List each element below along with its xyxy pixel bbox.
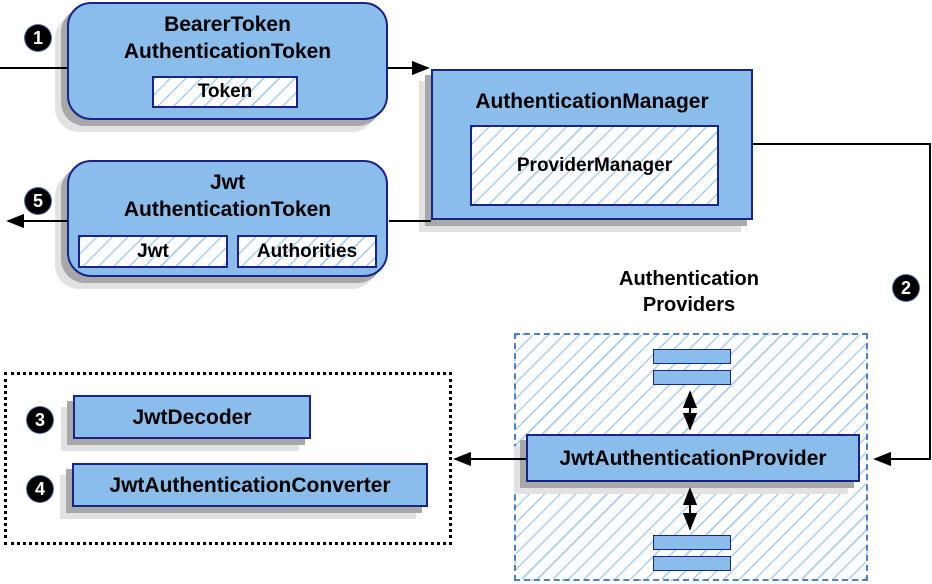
jwt-authentication-provider-node: JwtAuthenticationProvider: [526, 434, 860, 482]
jwt-field-label: Jwt: [137, 240, 169, 262]
provider-placeholder-rect-bottom-1: [653, 535, 731, 550]
step-1-badge: 1: [25, 25, 51, 51]
step-5-badge: 5: [25, 188, 51, 214]
authentication-providers-label-line2: Providers: [642, 294, 736, 316]
authorities-field: Authorities: [237, 235, 377, 268]
jwt-decoder-label: JwtDecoder: [132, 405, 252, 429]
jwt-field: Jwt: [78, 235, 228, 268]
jwt-authentication-token-node: Jwt AuthenticationToken Jwt Authorities: [67, 160, 388, 277]
step-2-number: 2: [900, 277, 911, 298]
step-5-number: 5: [32, 190, 43, 211]
jwt-decoder-node: JwtDecoder: [73, 395, 311, 439]
provider-placeholder-rect-bottom-2: [653, 556, 731, 571]
step-2-badge: 2: [893, 275, 919, 301]
authorities-field-label: Authorities: [256, 240, 358, 262]
token-field-label: Token: [197, 81, 253, 102]
bearer-token-title-line2: AuthenticationToken: [123, 40, 332, 63]
authentication-providers-label: Authentication Providers: [589, 266, 789, 318]
jwt-authentication-converter-node: JwtAuthenticationConverter: [72, 463, 428, 507]
step-4-number: 4: [34, 478, 45, 499]
provider-manager-field: ProviderManager: [470, 125, 719, 206]
provider-placeholder-rect-top-2: [653, 370, 731, 385]
step-1-number: 1: [32, 27, 43, 48]
authentication-providers-label-line1: Authentication: [619, 268, 759, 290]
token-field: Token: [152, 76, 298, 108]
jwt-authentication-converter-label: JwtAuthenticationConverter: [109, 473, 391, 497]
authentication-manager-node: AuthenticationManager ProviderManager: [431, 69, 753, 220]
step-4-badge: 4: [27, 476, 53, 502]
decoder-converter-group: [4, 372, 452, 545]
step-3-number: 3: [34, 409, 45, 430]
jwt-authentication-provider-label: JwtAuthenticationProvider: [559, 446, 827, 470]
bearer-token-authentication-token-node: BearerToken AuthenticationToken Token: [67, 2, 388, 120]
jwt-token-title-line1: Jwt: [209, 171, 245, 194]
provider-manager-label: ProviderManager: [516, 154, 673, 176]
step-3-badge: 3: [27, 407, 53, 433]
provider-placeholder-rect-top-1: [653, 349, 731, 364]
bearer-token-title-line1: BearerToken: [164, 13, 291, 36]
authentication-manager-title: AuthenticationManager: [475, 90, 709, 113]
jwt-token-title-line2: AuthenticationToken: [123, 198, 332, 221]
